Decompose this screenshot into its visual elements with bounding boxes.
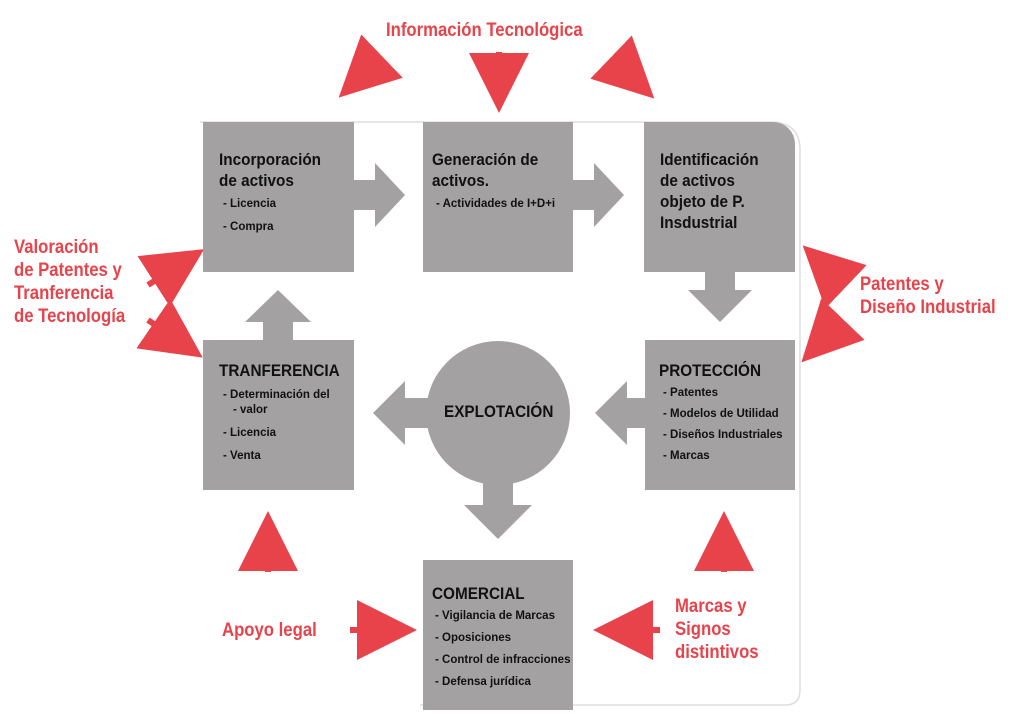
informacion-tecnologica-label: Información Tecnológica [386,19,583,42]
incorporacion-title-line2: de activos [219,170,341,191]
valoracion-line4: de Tecnología [14,305,125,328]
comercial-item: Control de infracciones [435,653,573,668]
red-arrow-valoracion-up [148,262,184,285]
valoracion-line3: Tranferencia [14,282,125,305]
comercial-item: Defensa jurídica [435,675,573,690]
valoracion-line1: Valoración [14,236,125,259]
comercial-item: Oposiciones [435,631,573,646]
identificacion-title-line4: Insdustrial [660,212,782,233]
arrow-explotacion-to-comercial [464,482,532,539]
patentes-line1: Patentes y [860,273,996,296]
patentes-line2: Diseño Industrial [860,296,996,319]
arrow-explotacion-to-transferencia [373,381,434,445]
generacion-title-line1: Generación de [432,149,559,170]
explotacion-label: EXPLOTACIÓN [444,402,552,422]
proteccion-item: Patentes [663,386,795,401]
comercial-title: COMERCIAL [432,583,559,604]
arrow-generacion-to-identificacion [573,163,624,227]
comercial-box: COMERCIAL Vigilancia de Marcas Oposicion… [423,560,573,710]
transferencia-box: TRANFERENCIA Determinación del valor Lic… [203,340,354,490]
generacion-item: Actividades de I+D+i [436,197,573,212]
marcas-signos-label: Marcas y Signos distintivos [675,595,770,664]
arrow-proteccion-to-explotacion [595,381,645,445]
marcas-line3: distintivos [675,641,759,664]
valoracion-label: Valoración de Patentes y Tranferencia de… [14,236,140,328]
incorporacion-box: Incorporación de activos Licencia Compra [203,122,354,272]
identificacion-title-line2: de activos [660,170,782,191]
proteccion-item: Modelos de Utilidad [663,407,795,422]
valoracion-line2: de Patentes y [14,259,125,282]
apoyo-legal-label: Apoyo legal [222,619,317,642]
incorporacion-item: Compra [223,220,354,235]
identificacion-title-line3: objeto de P. [660,191,782,212]
arrow-transferencia-to-incorporacion [245,290,311,340]
red-arrow-patentes-up [820,262,842,283]
proteccion-box: PROTECCIÓN Patentes Modelos de Utilidad … [645,340,795,490]
arrow-incorporacion-to-generacion [354,163,405,227]
proteccion-item: Marcas [663,449,795,464]
red-arrow-info-right [612,58,637,82]
transferencia-item: Venta [223,449,354,464]
identificacion-box: Identificación de activos objeto de P. I… [644,122,795,272]
red-arrow-patentes-down [818,320,842,345]
marcas-line1: Marcas y [675,595,759,618]
generacion-box: Generación de activos. Actividades de I+… [423,122,573,272]
red-arrow-valoracion-down [148,320,183,344]
transferencia-item: Licencia [223,426,354,441]
arrow-identificacion-to-proteccion [688,272,752,322]
incorporacion-title-line1: Incorporación [219,149,341,170]
incorporacion-item: Licencia [223,197,354,212]
transferencia-item: Determinación del [223,388,354,403]
transferencia-item-continuation: valor [223,403,354,418]
red-arrow-info-left [356,58,380,81]
proteccion-item: Diseños Industriales [663,428,795,443]
identificacion-title-line1: Identificación [660,149,782,170]
comercial-item: Vigilancia de Marcas [435,609,573,624]
marcas-line2: Signos [675,618,759,641]
transferencia-title: TRANFERENCIA [219,360,341,381]
generacion-title-line2: activos. [432,170,559,191]
proteccion-title: PROTECCIÓN [659,360,781,381]
patentes-diseno-label: Patentes y Diseño Industrial [860,273,1014,319]
